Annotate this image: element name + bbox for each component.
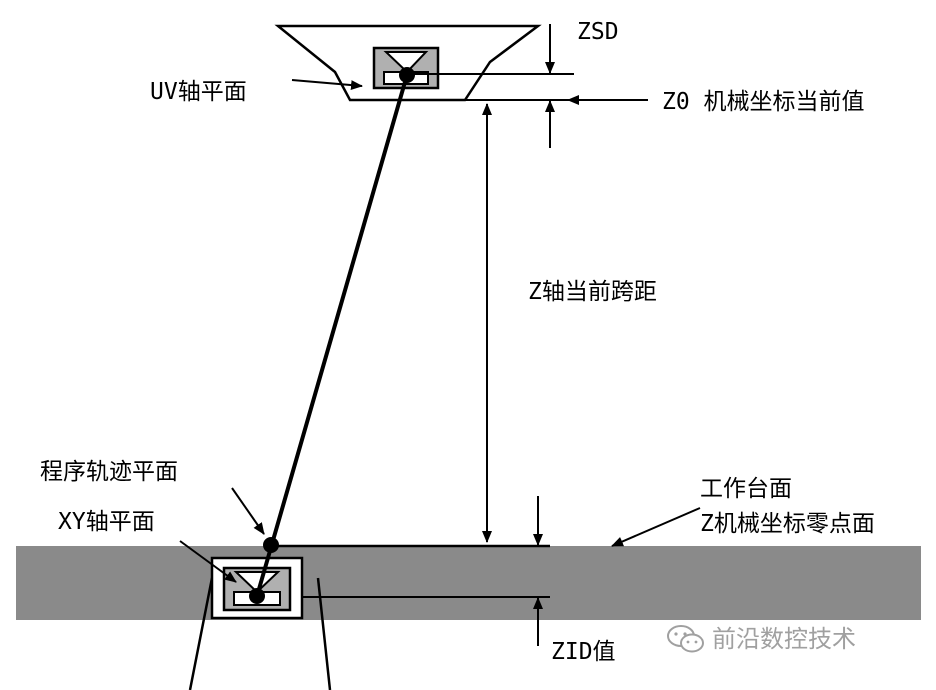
lower-guide-v	[233, 571, 281, 594]
upper-guide-v	[383, 51, 429, 74]
upper-wire-point	[399, 67, 415, 83]
lower-wire-point	[249, 588, 265, 604]
program-path-leader	[231, 487, 265, 535]
z-span-label: Z轴当前跨距	[528, 279, 657, 305]
worktable	[16, 546, 921, 620]
uv-plane-leader	[291, 79, 363, 91]
program-path-plane-label: 程序轨迹平面	[40, 459, 178, 485]
watermark-text: 前沿数控技术	[712, 625, 856, 653]
program-path-point	[263, 537, 279, 553]
xy-plane-label: XY轴平面	[58, 509, 155, 535]
z-zero-plane-label: Z机械坐标零点面	[700, 511, 875, 537]
uv-plane-label: UV轴平面	[150, 79, 247, 105]
worktable-leader	[611, 507, 701, 547]
z0-value-label: Z0 机械坐标当前值	[662, 89, 865, 115]
worktable-label: 工作台面	[700, 476, 792, 502]
zid-value-label: ZID值	[551, 639, 616, 665]
watermark: 前沿数控技术	[666, 624, 856, 654]
zsd-label: ZSD	[577, 19, 619, 45]
wire	[255, 74, 409, 597]
xy-plane-leader	[179, 540, 237, 583]
wechat-icon	[667, 625, 704, 653]
